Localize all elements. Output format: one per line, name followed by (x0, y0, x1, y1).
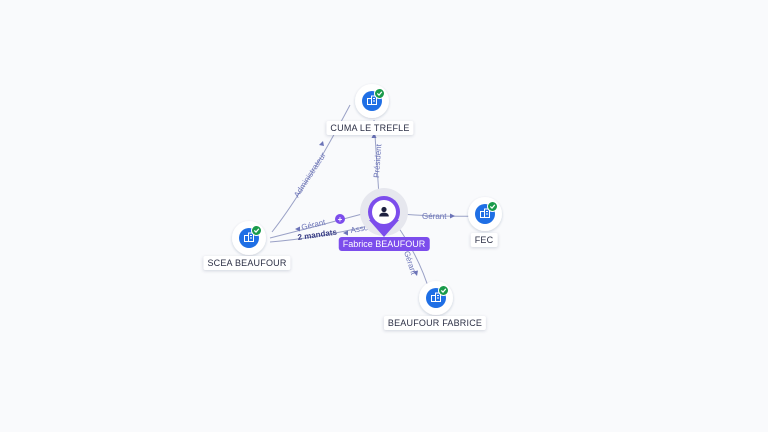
company-node-fec[interactable] (468, 197, 502, 231)
arrow-administrateur (319, 141, 324, 146)
svg-text:+: + (338, 215, 343, 224)
label-administrateur: Administrateur (292, 151, 328, 199)
arrow-gerant-scea (295, 226, 300, 232)
person-name-label[interactable]: Fabrice BEAUFOUR (338, 237, 430, 251)
verified-check-icon (487, 201, 498, 212)
building-icon (367, 95, 377, 105)
company-label-beaufour-fabrice[interactable]: BEAUFOUR FABRICE (383, 316, 487, 330)
building-icon (480, 208, 490, 218)
building-icon (431, 292, 441, 302)
company-label-cuma[interactable]: CUMA LE TREFLE (326, 121, 414, 135)
company-node-beaufour-fabrice[interactable] (419, 281, 453, 315)
arrow-associe-scea (343, 230, 348, 236)
arrow-president (371, 133, 377, 138)
label-gerant-fec: Gérant (422, 212, 447, 221)
arrow-gerant-fec (450, 213, 455, 219)
label-president: Président (372, 143, 383, 178)
person-icon (379, 206, 389, 217)
verified-check-icon (374, 88, 385, 99)
edge-person-scea-2[interactable] (269, 225, 369, 243)
company-node-cuma[interactable] (355, 84, 389, 118)
verified-check-icon (438, 285, 449, 296)
person-node[interactable] (360, 188, 408, 237)
company-label-fec[interactable]: FEC (470, 233, 498, 247)
edge-arrows (295, 133, 455, 276)
edge-person-scea-1[interactable] (269, 212, 367, 239)
company-label-scea[interactable]: SCEA BEAUFOUR (203, 256, 291, 270)
expand-button[interactable]: + (335, 214, 345, 224)
arrow-gerant-beaufour (413, 270, 418, 276)
verified-check-icon (251, 225, 262, 236)
building-icon (244, 232, 254, 242)
label-gerant-beaufour: Gérant (402, 250, 418, 277)
company-node-scea[interactable] (232, 221, 266, 255)
